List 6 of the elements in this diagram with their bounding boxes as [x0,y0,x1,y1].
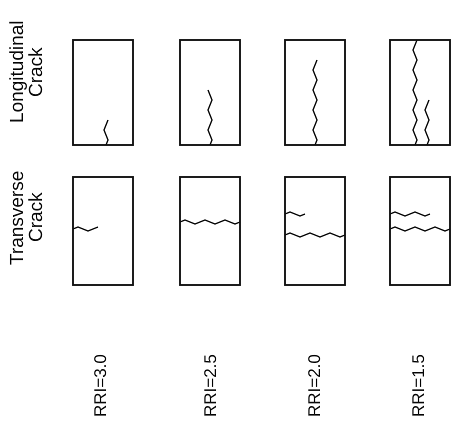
column-label: RRI=3.0 [92,353,111,417]
column-label: RRI=2.5 [202,353,221,417]
row-label: Longitudinal Crack [8,20,48,126]
column-label: RRI=1.5 [410,353,429,417]
column-label: RRI=2.0 [306,353,325,417]
row-label: Transverse Crack [8,169,48,267]
